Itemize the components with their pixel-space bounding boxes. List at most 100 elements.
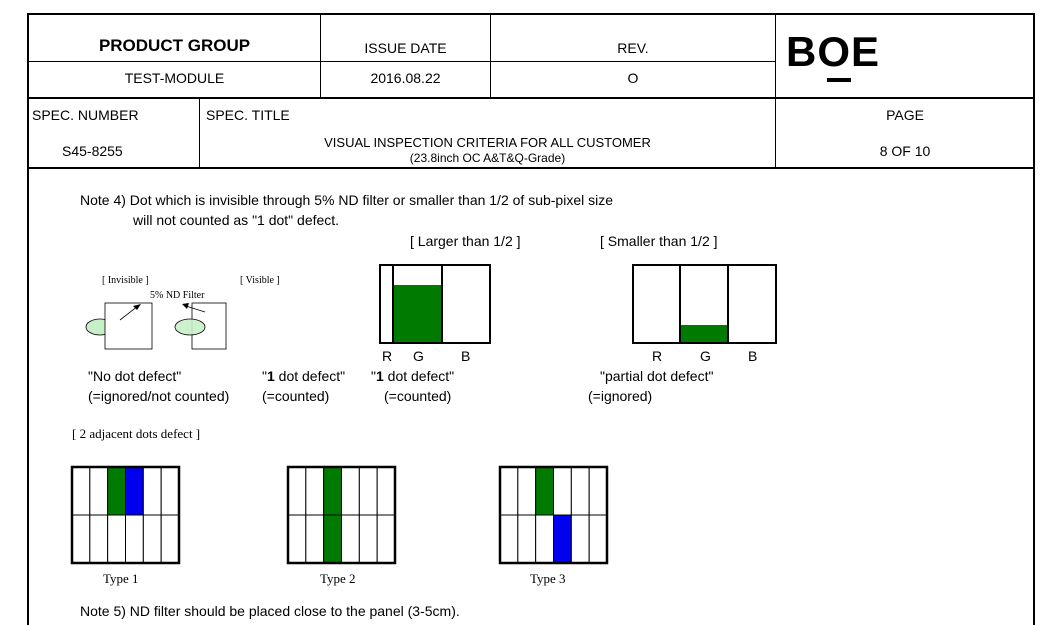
nd-filter-label: 5% ND Filter — [150, 290, 205, 301]
subpixel-cell — [553, 466, 572, 516]
one-dot-larger-line1: "1 dot defect" — [371, 368, 455, 384]
subpixel-cell — [553, 514, 572, 564]
rev-value: O — [627, 70, 639, 86]
spec-title-label: SPEC. TITLE — [206, 107, 290, 123]
boe-logo: BOE — [786, 28, 881, 75]
subpixel-cell — [499, 514, 519, 564]
subpixel-cell — [570, 466, 590, 516]
subpixel-cell — [499, 466, 519, 516]
subpixel-cell — [107, 514, 126, 564]
subpixel-cell — [71, 514, 91, 564]
pixel-grid-type3 — [498, 465, 609, 565]
divider — [320, 13, 321, 98]
divider — [27, 61, 776, 62]
page-value: 8 OF 10 — [879, 143, 931, 159]
type2-label: Type 2 — [320, 571, 356, 586]
subpixel-cell — [323, 466, 342, 516]
label-r: R — [382, 348, 393, 364]
frame-left — [27, 13, 29, 625]
subpixel-cell — [142, 466, 162, 516]
label-b: B — [748, 348, 758, 364]
partial-line1: "partial dot defect" — [600, 368, 714, 384]
note4-line1: Note 4) Dot which is invisible through 5… — [80, 192, 614, 208]
divider — [775, 13, 776, 168]
divider — [199, 98, 200, 168]
pixel-box-larger — [379, 264, 491, 344]
label-g: G — [413, 348, 424, 364]
subpixel-green-fill — [680, 325, 728, 343]
one-dot-visible-line1: "1 dot defect" — [262, 368, 346, 384]
one-dot-larger-line2: (=counted) — [384, 388, 452, 404]
subpixel-green-fill — [393, 285, 442, 343]
subpixel-cell — [341, 466, 360, 516]
subpixel-cell — [160, 466, 180, 516]
subpixel-cell — [376, 466, 396, 516]
subpixel-cell — [358, 466, 378, 516]
spec-title-line1: VISUAL INSPECTION CRITERIA FOR ALL CUSTO… — [324, 135, 651, 150]
product-group-value: TEST-MODULE — [124, 70, 225, 86]
pixel-grid-type2 — [286, 465, 397, 565]
adjacent-title: [ 2 adjacent dots defect ] — [72, 426, 201, 441]
panel-box-invisible — [104, 302, 153, 350]
pixel-grid-type1 — [70, 465, 181, 565]
one-dot-visible-line2: (=counted) — [262, 388, 330, 404]
frame-right — [1033, 13, 1035, 625]
subpixel-cell — [89, 514, 109, 564]
arrow-head — [133, 304, 141, 310]
subpixel-cell — [535, 466, 555, 516]
subpixel-cell — [517, 514, 537, 564]
spec-number-label: SPEC. NUMBER — [32, 107, 139, 123]
dot-ellipse — [174, 318, 206, 336]
logo-underline — [827, 78, 851, 82]
divider — [27, 97, 1035, 99]
subpixel-cell — [358, 514, 378, 564]
subpixel-cell — [160, 514, 180, 564]
subpixel-cell — [107, 466, 126, 516]
subpixel-cell — [305, 466, 325, 516]
subpixel-cell — [89, 466, 109, 516]
subpixel-cell — [376, 514, 396, 564]
divider — [490, 13, 491, 98]
subpixel-cell — [517, 466, 537, 516]
visible-label: [ Visible ] — [240, 275, 280, 286]
subpixel-cell — [588, 514, 608, 564]
subpixel-cell — [287, 514, 307, 564]
note5: Note 5) ND filter should be placed close… — [80, 603, 460, 619]
spec-title-line2: (23.8inch OC A&T&Q-Grade) — [409, 151, 566, 165]
subpixel-cell — [142, 514, 162, 564]
invisible-label: [ Invisible ] — [102, 275, 149, 286]
type1-label: Type 1 — [103, 571, 139, 586]
subpixel-cell — [588, 466, 608, 516]
page-label: PAGE — [886, 107, 924, 123]
rev-label: REV. — [617, 40, 649, 56]
arrow — [119, 305, 139, 321]
subpixel-cell — [341, 514, 360, 564]
subpixel-cell — [323, 514, 342, 564]
arrow — [185, 305, 206, 313]
no-dot-line2: (=ignored/not counted) — [88, 388, 230, 404]
subpixel-cell — [287, 466, 307, 516]
product-group-label: PRODUCT GROUP — [98, 36, 251, 55]
label-b: B — [461, 348, 471, 364]
arrow-head — [182, 303, 189, 309]
frame-top — [27, 13, 1035, 15]
partial-line2: (=ignored) — [588, 388, 653, 404]
subpixel-cell — [305, 514, 325, 564]
spec-number-value: S45-8255 — [62, 143, 123, 159]
subpixel-cell — [535, 514, 555, 564]
type3-label: Type 3 — [530, 571, 566, 586]
label-r: R — [652, 348, 663, 364]
note4-line2: will not counted as "1 dot" defect. — [133, 212, 340, 228]
issue-date-label: ISSUE DATE — [364, 40, 447, 56]
subpixel-cell — [570, 514, 590, 564]
larger-title: [ Larger than 1/2 ] — [410, 233, 521, 249]
smaller-title: [ Smaller than 1/2 ] — [600, 233, 718, 249]
divider — [27, 167, 1035, 169]
subpixel-cell — [71, 466, 91, 516]
no-dot-line1: "No dot defect" — [88, 368, 182, 384]
subpixel-cell — [125, 466, 144, 516]
pixel-box-smaller — [632, 264, 777, 344]
issue-date-value: 2016.08.22 — [370, 70, 441, 86]
label-g: G — [700, 348, 711, 364]
